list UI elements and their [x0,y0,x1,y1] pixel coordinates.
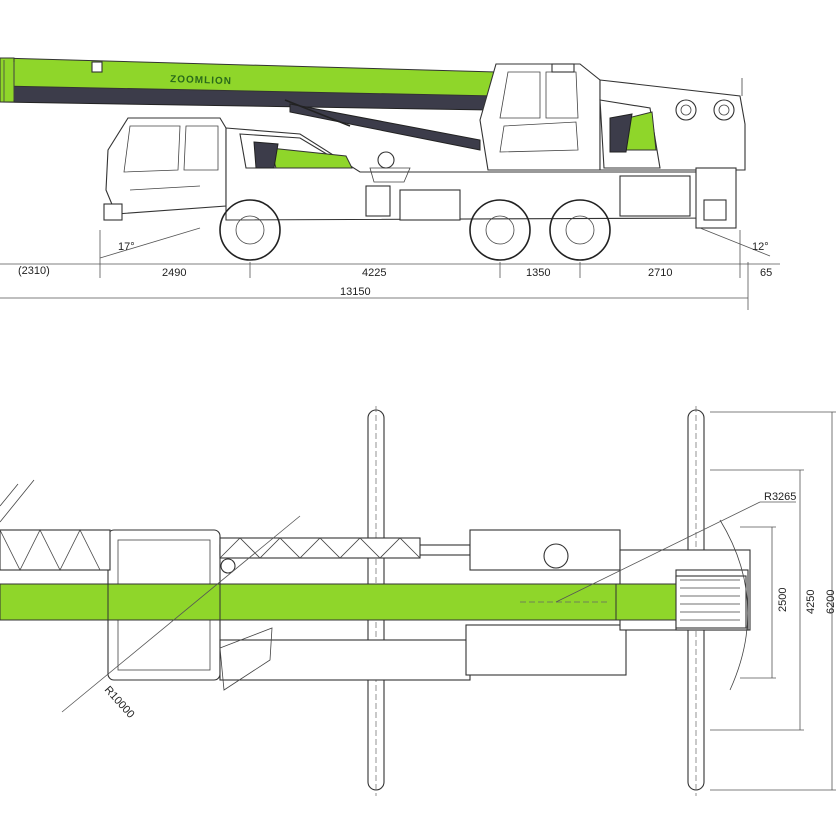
overall-length-dimension: 13150 [0,286,748,299]
dim-axle-spacing-1: 4225 [362,267,386,279]
dim-axle-spacing-2: 1350 [526,267,550,279]
dim-boom-overhang: (2310) [18,265,50,277]
superstructure [599,78,746,171]
rear-angle-label: 12° [752,241,769,253]
dim-rear-tail: 65 [760,267,772,279]
dim-front-overhang: 2490 [162,267,186,279]
dim-width-6200: 6200 [825,590,837,614]
front-angle-label: 17° [118,241,135,253]
lattice-jib [0,479,421,571]
dim-width-4250: 4250 [805,590,817,614]
side-dimension-chain: (2310) 2490 4225 1350 2710 65 [0,230,780,310]
carrier-cab [103,117,227,221]
dim-tail-radius: R3265 [764,491,796,503]
dim-overall-length: 13150 [340,286,371,298]
operator-cab [479,63,601,171]
brand-label: ZOOMLION [170,74,232,87]
boom-top [0,575,747,629]
wheels-side [219,199,611,261]
dim-width-2500: 2500 [777,588,789,612]
tail-radius: R3265 [555,491,796,691]
side-view: ZOOMLION [0,57,780,310]
width-dimensions: 2500 4250 6200 [710,411,837,791]
carrier-body [225,127,737,229]
dim-rear-overhang: 2710 [648,267,672,279]
boom-side: ZOOMLION [0,57,497,151]
top-view: R3265 R10000 2500 4250 6200 [0,406,837,796]
dim-swing-radius: R10000 [102,684,137,721]
